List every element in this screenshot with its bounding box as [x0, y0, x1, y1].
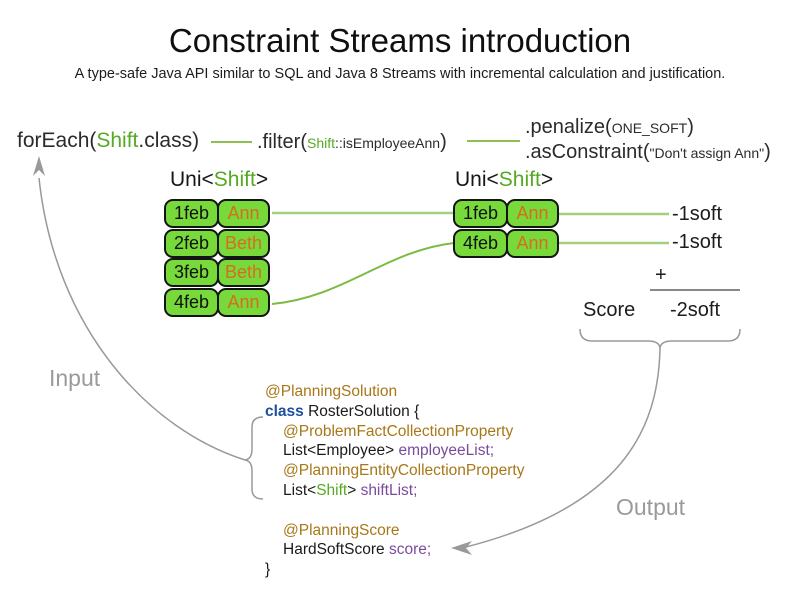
- penalty-value-2: -1soft: [672, 231, 723, 253]
- left-stream-label: Uni<Shift>: [170, 168, 268, 192]
- shift-employee-cell: Beth: [217, 228, 270, 258]
- asconstraint-post: ): [764, 141, 771, 163]
- shift-date-cell: 1feb: [453, 199, 508, 228]
- code-foreach: forEach(Shift.class): [17, 129, 199, 153]
- code-brace: [244, 416, 264, 500]
- code-line-planning-score: @PlanningScore: [265, 521, 524, 541]
- code-line-score-field: HardSoftScore score;: [265, 540, 524, 560]
- right-stream-label-type: Shift: [498, 168, 541, 191]
- score-brace: [579, 328, 741, 350]
- input-arrowhead-icon: [33, 156, 45, 176]
- asconstraint-arg: "Don't assign Ann": [649, 145, 765, 161]
- code-penalize: .penalize(ONE_SOFT): [525, 116, 694, 139]
- table-row: 3feb Beth: [164, 258, 270, 287]
- penalize-arg: ONE_SOFT: [611, 120, 688, 136]
- shift-date-cell: 3feb: [164, 258, 219, 287]
- right-stream-label: Uni<Shift>: [455, 168, 553, 192]
- penalty-value-1: -1soft: [672, 203, 723, 225]
- filter-method: ::isEmployeeAnn: [335, 135, 441, 151]
- table-row: 4feb Ann: [164, 287, 270, 317]
- shift-list-pre: List<: [283, 481, 317, 499]
- penalize-pre: .penalize(: [525, 116, 612, 138]
- shift-employee-cell: Beth: [217, 258, 270, 287]
- filter-post: ): [440, 131, 447, 153]
- score-field: score;: [388, 541, 432, 559]
- code-line-blank: [265, 501, 524, 521]
- employee-list-field: employeeList;: [398, 442, 495, 460]
- annotation-planning-score: @PlanningScore: [283, 521, 400, 539]
- annotation-planning-entity: @PlanningEntityCollectionProperty: [283, 462, 525, 480]
- plus-sign: +: [655, 264, 667, 286]
- shift-date-cell: 4feb: [453, 228, 508, 258]
- code-asconstraint: .asConstraint("Don't assign Ann"): [525, 141, 771, 164]
- code-line-class-decl: class RosterSolution {: [265, 402, 524, 422]
- page-title: Constraint Streams introduction: [168, 22, 632, 59]
- employee-list-type: List<Employee>: [283, 442, 399, 460]
- input-arc: [38, 177, 246, 461]
- left-stream-label-post: >: [255, 168, 269, 191]
- shift-employee-cell: Ann: [506, 228, 559, 258]
- filter-pre: .filter(: [257, 131, 307, 153]
- foreach-class: Shift: [96, 129, 139, 152]
- right-stream-label-post: >: [540, 168, 554, 191]
- left-stream-label-pre: Uni<: [170, 168, 214, 191]
- shift-employee-cell: Ann: [217, 199, 270, 228]
- code-line-closing-brace: }: [265, 560, 524, 580]
- output-arrowhead-icon: [451, 541, 472, 555]
- code-filter: .filter(Shift::isEmployeeAnn): [257, 131, 447, 154]
- code-line-planning-solution: @PlanningSolution: [265, 382, 524, 402]
- code-line-employee-list: List<Employee> employeeList;: [265, 441, 524, 461]
- shift-date-cell: 4feb: [164, 287, 219, 317]
- output-label: Output: [616, 494, 686, 520]
- shift-date-cell: 2feb: [164, 228, 219, 258]
- closing-brace: }: [265, 561, 271, 579]
- shift-date-cell: 1feb: [164, 199, 219, 228]
- shift-list-mid: >: [347, 481, 361, 499]
- table-row: 4feb Ann: [453, 228, 559, 258]
- connector-4feb-curve: [271, 242, 455, 305]
- output-arc: [465, 348, 661, 548]
- table-row: 1feb Ann: [453, 199, 559, 228]
- page-subtitle: A type-safe Java API similar to SQL and …: [74, 66, 726, 82]
- input-label: Input: [49, 365, 101, 391]
- table-row: 2feb Beth: [164, 228, 270, 258]
- score-label: Score: [583, 299, 636, 321]
- shift-employee-cell: Ann: [506, 199, 559, 228]
- filter-class: Shift: [307, 135, 336, 151]
- keyword-class: class: [265, 402, 304, 420]
- foreach-post: .class): [138, 129, 200, 152]
- code-line-shift-list: List<Shift> shiftList;: [265, 481, 524, 501]
- shift-list-field: shiftList;: [360, 481, 418, 499]
- class-name: RosterSolution {: [303, 402, 420, 420]
- left-stream-label-type: Shift: [213, 168, 256, 191]
- shift-employee-cell: Ann: [217, 287, 270, 317]
- table-row: 1feb Ann: [164, 199, 270, 228]
- penalize-post: ): [687, 116, 694, 138]
- code-line-problem-fact: @ProblemFactCollectionProperty: [265, 422, 524, 442]
- annotation-planning-solution: @PlanningSolution: [265, 383, 398, 400]
- score-value: -2soft: [670, 299, 721, 321]
- code-block: @PlanningSolution class RosterSolution {…: [265, 382, 524, 580]
- foreach-pre: forEach(: [17, 129, 97, 152]
- shift-list-type: Shift: [316, 481, 348, 499]
- score-type: HardSoftScore: [283, 541, 389, 559]
- annotation-problem-fact: @ProblemFactCollectionProperty: [283, 422, 514, 440]
- code-line-planning-entity: @PlanningEntityCollectionProperty: [265, 461, 524, 481]
- asconstraint-pre: .asConstraint(: [525, 141, 650, 163]
- right-stream-label-pre: Uni<: [455, 168, 499, 191]
